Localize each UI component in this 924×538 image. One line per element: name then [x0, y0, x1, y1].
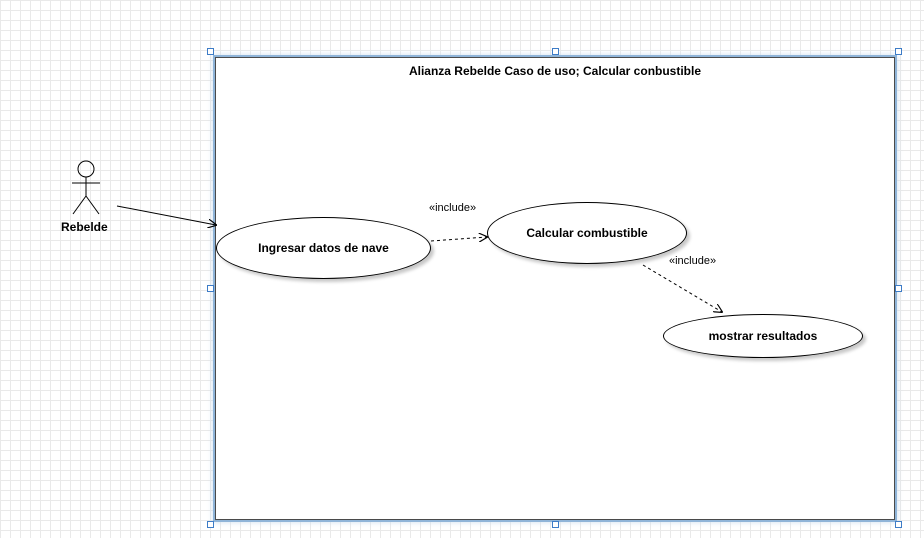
resize-handle-bottom[interactable]: [552, 521, 559, 528]
resize-handle-bottom-right[interactable]: [895, 521, 902, 528]
resize-handle-top[interactable]: [552, 48, 559, 55]
use-case-ingresar-datos[interactable]: Ingresar datos de nave: [216, 217, 431, 279]
resize-handle-top-left[interactable]: [207, 48, 214, 55]
use-case-mostrar-resultados[interactable]: mostrar resultados: [663, 314, 863, 358]
include-label-2: «include»: [669, 255, 717, 267]
resize-handle-bottom-left[interactable]: [207, 521, 214, 528]
resize-handle-top-right[interactable]: [895, 48, 902, 55]
association-arrow[interactable]: [116, 205, 216, 225]
system-boundary[interactable]: Alianza Rebelde Caso de uso; Calcular co…: [215, 57, 895, 520]
resize-handle-right[interactable]: [895, 285, 902, 292]
resize-handle-left[interactable]: [207, 285, 214, 292]
actor-label: Rebelde: [61, 220, 108, 234]
use-case-label: Ingresar datos de nave: [258, 241, 389, 255]
actor-left-leg: [72, 195, 87, 215]
use-case-label: mostrar resultados: [708, 329, 818, 343]
use-case-label: Calcular combustible: [526, 226, 648, 240]
actor-stick-figure[interactable]: [72, 160, 100, 215]
include-arrow-2[interactable]: [642, 264, 722, 312]
system-title: Alianza Rebelde Caso de uso; Calcular co…: [408, 64, 702, 78]
use-case-calcular-combustible[interactable]: Calcular combustible: [487, 202, 687, 264]
actor-right-leg: [85, 195, 100, 215]
actor-head: [77, 160, 95, 178]
include-arrow-1[interactable]: [430, 237, 487, 241]
include-label-1: «include»: [429, 202, 477, 214]
